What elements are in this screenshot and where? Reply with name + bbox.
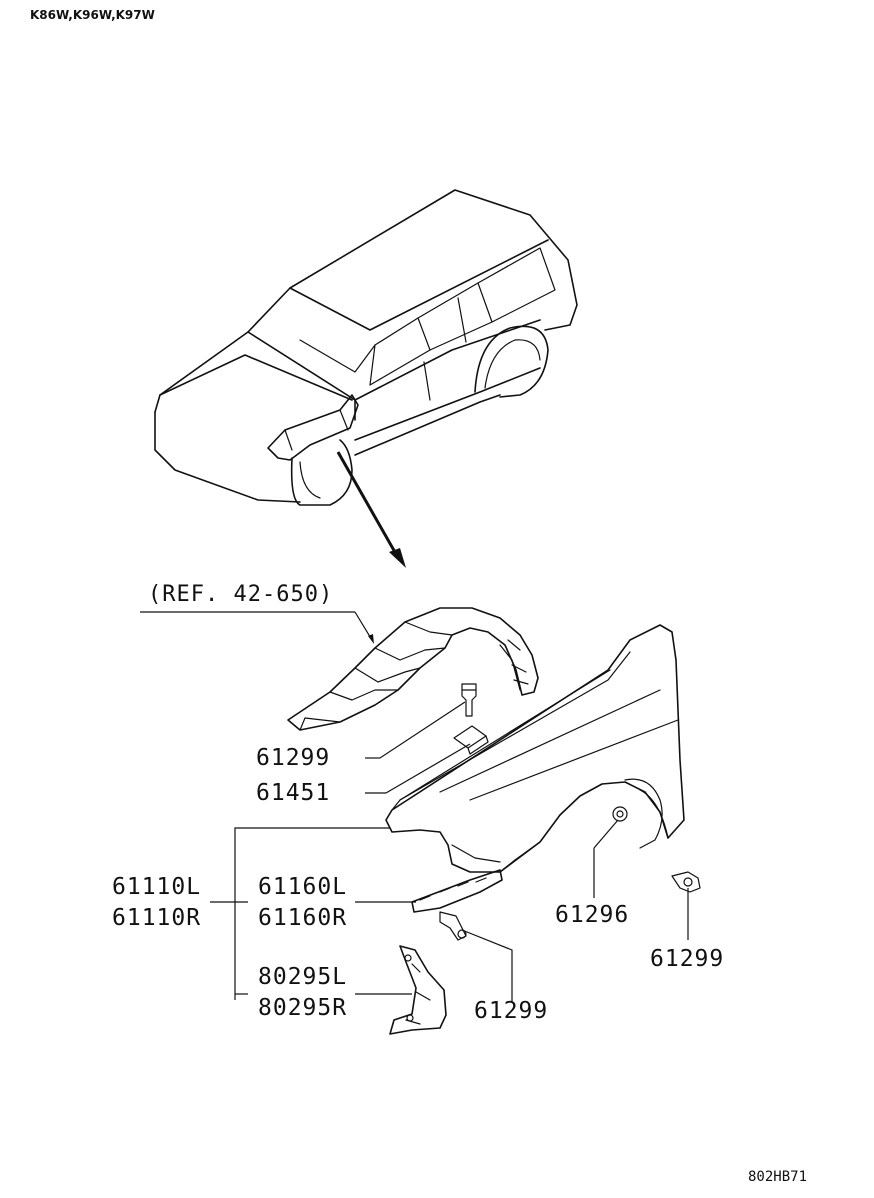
mud-guard-80295: [390, 946, 446, 1034]
part-number-61299-right: 61299: [650, 946, 725, 972]
clip-61299-bottom: [440, 912, 466, 940]
part-number-61110L: 61110L: [112, 874, 202, 900]
clip-61299-top: [462, 684, 476, 716]
part-number-61296: 61296: [555, 902, 630, 928]
detail-arrow: [338, 452, 406, 568]
fender-liner-illustration: [288, 608, 538, 730]
splash-shield-61160: [412, 870, 502, 912]
leader-lines: [140, 612, 688, 1002]
bracket-61451: [454, 726, 488, 754]
vehicle-illustration: [155, 190, 577, 505]
model-codes: K86W,K96W,K97W: [30, 8, 155, 22]
part-number-61160R: 61160R: [258, 905, 348, 931]
reference-label: (REF. 42-650): [148, 582, 334, 607]
part-number-61160L: 61160L: [258, 874, 348, 900]
drawing-code: 802HB71: [748, 1169, 808, 1185]
front-fender-illustration: [386, 625, 684, 872]
part-number-61451: 61451: [256, 780, 331, 806]
part-number-61110R: 61110R: [112, 905, 202, 931]
part-number-80295L: 80295L: [258, 964, 348, 990]
part-number-61299-top: 61299: [256, 745, 331, 771]
clip-61296: [613, 807, 627, 821]
clip-61299-right: [672, 872, 700, 892]
part-number-61299-bottom: 61299: [474, 998, 549, 1024]
part-number-80295R: 80295R: [258, 995, 348, 1021]
